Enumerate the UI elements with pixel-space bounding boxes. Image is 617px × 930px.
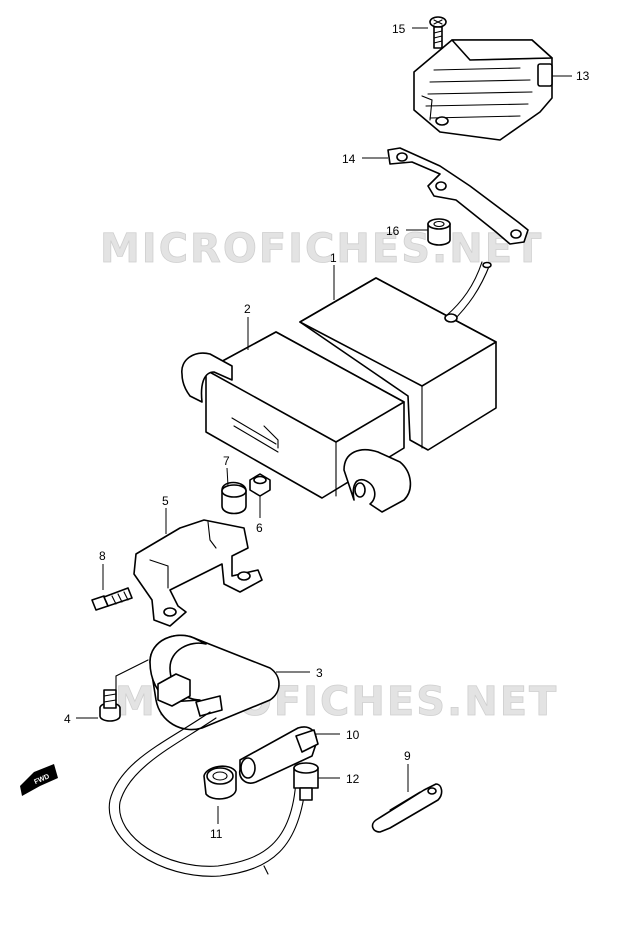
callout-16: 16 — [386, 224, 400, 238]
callout-5: 5 — [162, 494, 169, 508]
callout-2: 2 — [244, 302, 251, 316]
callout-7: 7 — [223, 454, 230, 468]
bracket-14 — [387, 147, 529, 245]
callout-14: 14 — [342, 152, 356, 166]
ignitor-unit-2 — [181, 331, 412, 513]
bolt-8 — [91, 587, 133, 611]
collar-16 — [427, 218, 451, 246]
leader-lines — [76, 27, 572, 824]
clamp-9 — [371, 783, 443, 833]
mounting-bracket-5 — [133, 519, 263, 627]
callout-13: 13 — [576, 69, 590, 83]
plug-cap-10 — [238, 726, 319, 784]
rubber-boot-11 — [203, 765, 237, 800]
callout-1: 1 — [330, 251, 337, 265]
callout-6: 6 — [256, 521, 263, 535]
bolt-4 — [99, 689, 121, 722]
callout-3: 3 — [316, 666, 323, 680]
callout-labels: 15 13 14 16 1 2 7 6 5 8 3 4 10 9 12 11 — [64, 22, 590, 841]
forward-direction-marker: FWD — [20, 764, 58, 796]
callout-8: 8 — [99, 549, 106, 563]
callout-11: 11 — [210, 827, 223, 841]
regulator-rectifier — [413, 39, 553, 141]
ignitor-unit-1 — [299, 261, 497, 451]
callout-10: 10 — [346, 728, 360, 742]
screw-15 — [429, 16, 447, 49]
callout-9: 9 — [404, 749, 411, 763]
collar-6 — [249, 473, 271, 497]
connector-12 — [293, 762, 319, 801]
grommet-7 — [221, 481, 247, 515]
callout-4: 4 — [64, 712, 71, 726]
ignition-coil-3 — [108, 634, 307, 877]
watermark-top: MICROFICHES.NET — [100, 226, 543, 272]
callout-15: 15 — [392, 22, 406, 36]
callout-12: 12 — [346, 772, 360, 786]
